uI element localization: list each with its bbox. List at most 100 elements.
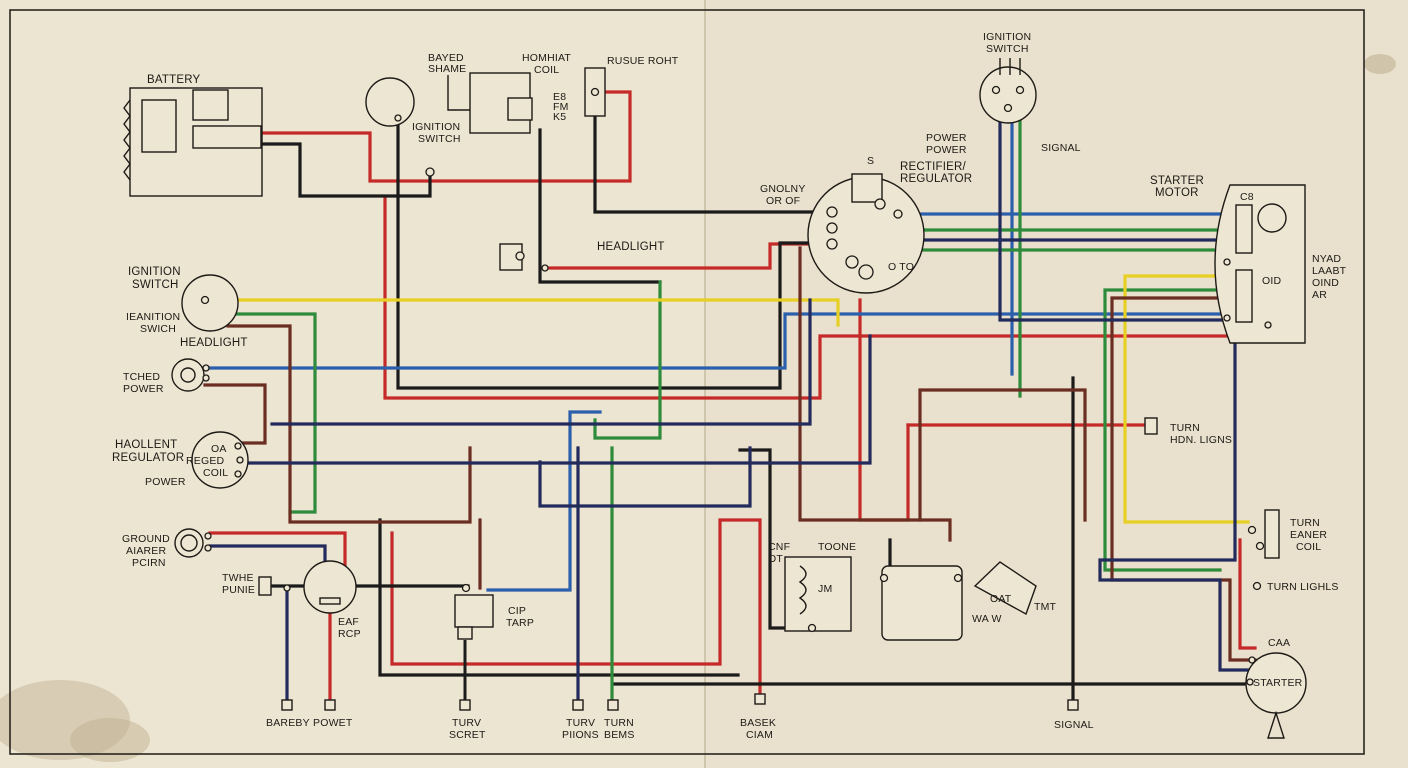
- cip-tarp-component: CIP TARP: [454, 583, 534, 640]
- cip-label-2: TARP: [506, 617, 534, 629]
- fuse-terminal: [590, 87, 600, 97]
- center-box-pin-1: [879, 573, 889, 583]
- rectifier-pin-4: [845, 255, 859, 269]
- homhiat-coil-component: BAYED SHAME HOMHIAT COIL E8 FM K5: [428, 52, 571, 134]
- starter-motor-label-1: STARTER: [1150, 175, 1204, 187]
- bot-baresy-label: BAREBY: [266, 717, 310, 729]
- oat-label: OAT: [990, 593, 1012, 605]
- bottom-conn-2: [324, 699, 336, 711]
- starter-motor-component: STARTER MOTOR C8 OID NYAD LAABT OIND AR: [1150, 175, 1347, 344]
- wire-blue-lower: [486, 410, 602, 592]
- ieanition-label-1: IEANITION: [126, 311, 180, 323]
- coil-pin-2: FM: [553, 101, 569, 113]
- cip-base: [457, 626, 473, 640]
- center-box-pin-2: [953, 573, 963, 583]
- rectifier-pin-2: [826, 222, 838, 234]
- bottom-connectors: BAREBY POWET TURV SCRET TURV PIIONS TURN…: [266, 640, 1094, 741]
- cip-body: [454, 594, 494, 628]
- turn-lighls-component: TURN LIGHLS: [1252, 581, 1338, 593]
- ieanition-label-2: SWICH: [140, 323, 176, 335]
- stain-bottom-left: [0, 680, 130, 760]
- eaf-body: [303, 560, 357, 614]
- bot-turv-label-2: SCRET: [449, 729, 486, 741]
- gnolny-label-1: GNOLNY: [760, 183, 806, 195]
- tched-label-2: POWER: [123, 383, 164, 395]
- gnolny-label-2: OR OF: [766, 195, 800, 207]
- reg-reged-label: REGED: [186, 455, 225, 467]
- wire-navy-bottom: [538, 446, 752, 508]
- stain-bottom-left-2: [70, 718, 150, 762]
- wire-brown-center: [798, 246, 952, 542]
- wire-red-battery: [260, 90, 632, 183]
- turn-eaner-pin-2: [1255, 541, 1265, 551]
- wire-black-rect-top: [593, 116, 824, 214]
- ground-label-2: AIARER: [126, 545, 167, 557]
- rectifier-top-block: [851, 173, 883, 203]
- caa-label: CAA: [1268, 637, 1290, 649]
- headlight-left-component: TCHED POWER: [123, 358, 210, 395]
- power-left-label: POWER: [145, 476, 186, 488]
- ground-body: [174, 528, 204, 558]
- wire-navy-right: [1098, 332, 1257, 672]
- bayed-label-1: BAYED: [428, 52, 464, 64]
- regulator-pin-1: [234, 442, 242, 450]
- headlight-mid-label: HEADLIGHT: [597, 241, 665, 253]
- ignition-coil-ring: [365, 77, 415, 127]
- starter-motor-upper-terminals: [1235, 204, 1253, 254]
- haollent-label-1: HAOLLENT: [115, 439, 177, 451]
- battery-terminal-block: [192, 125, 262, 149]
- wire-red-main-vertical: [383, 195, 1230, 400]
- wa-w-label: WA W: [972, 613, 1002, 625]
- ground-component: GROUND AIARER PCIRN: [122, 528, 212, 569]
- turn-hdn-box: [1144, 417, 1158, 435]
- nyad-label-2: LAABT: [1312, 265, 1347, 277]
- center-junction-box: [879, 565, 963, 641]
- rectifier-pin-7: [893, 209, 903, 219]
- ground-pin-2: [204, 544, 212, 552]
- nyad-label-4: AR: [1312, 289, 1327, 301]
- bottom-conn-1: [281, 699, 293, 711]
- headlight-left-body: [171, 358, 205, 392]
- reg-oa-label: OA: [211, 443, 227, 455]
- diagram-frame: [9, 9, 1365, 755]
- tmt-label: TMT: [1034, 601, 1057, 613]
- bot-signal-label: SIGNAL: [1054, 719, 1094, 731]
- headlight-left-pin-1: [202, 364, 210, 372]
- ignition-pin-2: [1015, 85, 1025, 95]
- homhiat-label-2: COIL: [534, 64, 559, 76]
- oat-sensor-component: OAT WA W TMT: [972, 561, 1057, 625]
- rectifier-regulator: S RECTIFIER/ REGULATOR GNOLNY OR OF O TO: [760, 155, 972, 294]
- twhe-terminal: [283, 584, 291, 592]
- center-box-body: [881, 565, 963, 641]
- haollent-label-2: REGULATOR: [112, 452, 184, 464]
- rectifier-s-label: S: [867, 155, 874, 167]
- ignition-pin-3: [1003, 103, 1013, 113]
- nyad-label-3: OIND: [1312, 277, 1339, 289]
- wire-black-battery: [260, 142, 432, 198]
- turn-eaner-label-3: COIL: [1296, 541, 1321, 553]
- wire-green-left: [226, 312, 317, 514]
- ground-inner: [180, 534, 198, 552]
- headlight-left-pin-2: [202, 374, 210, 382]
- wire-yellow-main: [213, 298, 840, 327]
- bot-turn-bems-label-1: TURN: [604, 717, 634, 729]
- headlight-left-inner: [180, 367, 196, 383]
- bottom-conn-4: [572, 699, 584, 711]
- toone-label: TOONE: [818, 541, 856, 553]
- headlight-left-label: HEADLIGHT: [180, 337, 248, 349]
- twhe-label-2: PUNIE: [222, 584, 255, 596]
- wire-brown-left: [226, 324, 472, 524]
- turn-hdn-label-1: TURN: [1170, 422, 1200, 434]
- bot-turv-pions-label-1: TURV: [566, 717, 595, 729]
- bot-turn-bems-label-2: BEMS: [604, 729, 635, 741]
- junction-dot: [1264, 321, 1272, 329]
- junction-dots: [394, 114, 1272, 329]
- nyad-label-1: NYAD: [1312, 253, 1341, 265]
- junction-dot: [1223, 314, 1231, 322]
- turn-eaner-body: [1264, 509, 1280, 559]
- jm-label: JM: [818, 583, 832, 595]
- junction-dot: [425, 167, 435, 177]
- rectifier-pin-5: [858, 264, 874, 280]
- regulator-left-component: HAOLLENT REGULATOR POWER OA REGED COIL: [112, 431, 249, 489]
